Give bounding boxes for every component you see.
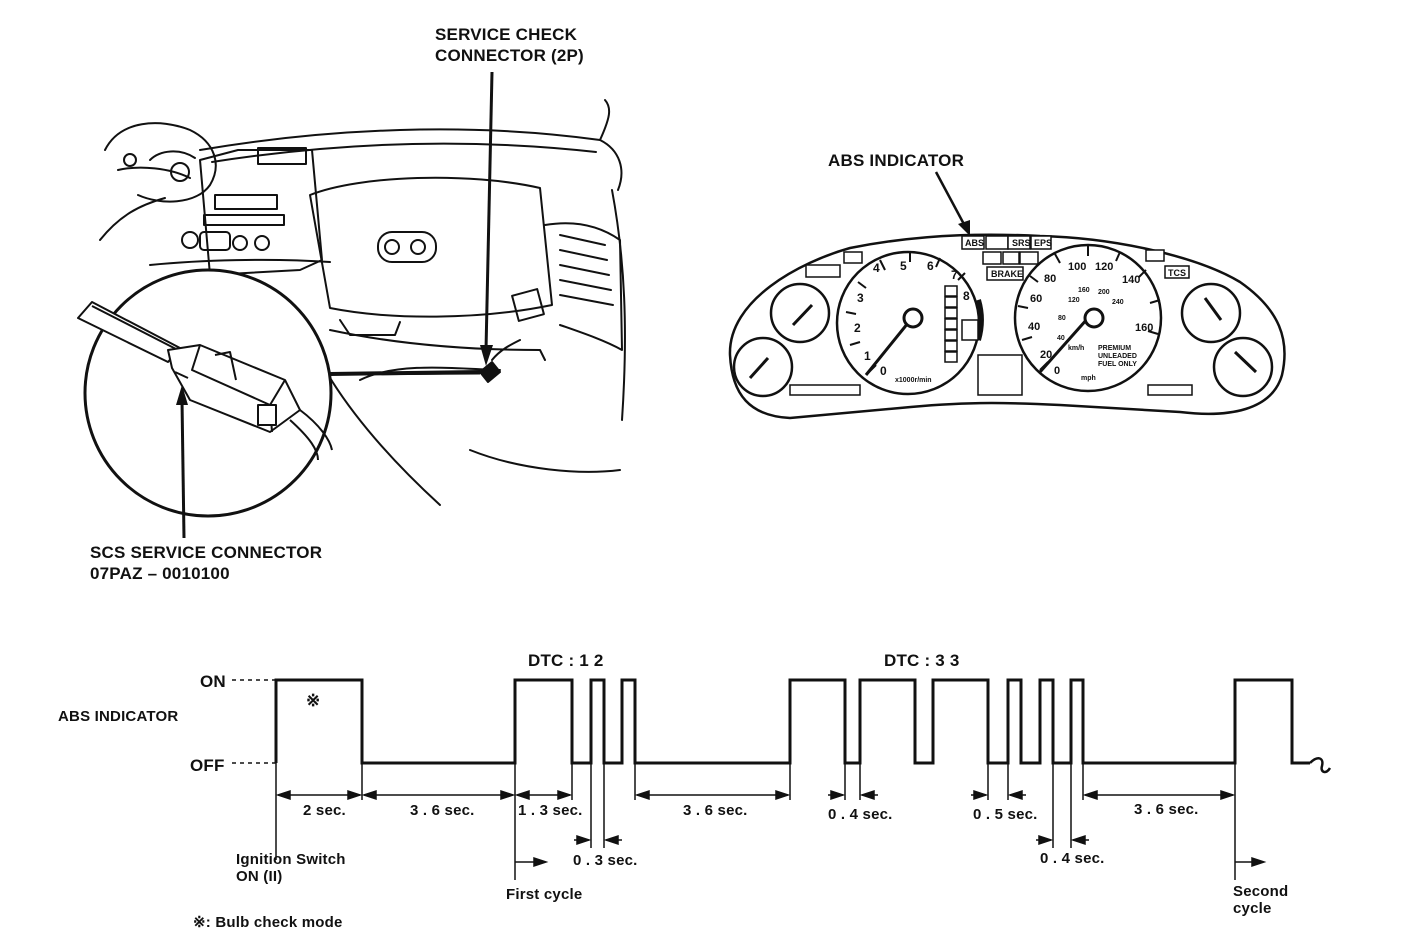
tach-num-6: 6 xyxy=(927,259,934,273)
fuel-note-2: UNLEADED xyxy=(1098,353,1137,360)
service-check-line-2: CONNECTOR (2P) xyxy=(435,46,584,66)
speedo-mph-140: 140 xyxy=(1122,274,1140,286)
interval-gap-long: 0 . 4 sec. xyxy=(828,806,893,823)
fuel-note-1: PREMIUM xyxy=(1098,345,1131,352)
interval-pause-1: 3 . 6 sec. xyxy=(410,802,475,819)
tach-num-2: 2 xyxy=(854,321,861,335)
speedo-kmh-120: 120 xyxy=(1068,297,1080,304)
dtc-first-label: DTC : 1 2 xyxy=(528,651,604,670)
speedo-mph-0: 0 xyxy=(1054,365,1060,377)
dtc-second-label: DTC : 3 3 xyxy=(884,651,960,670)
speedo-mph-40: 40 xyxy=(1028,321,1040,333)
tach-num-4: 4 xyxy=(873,261,880,275)
scs-service-connector-label: SCS SERVICE CONNECTOR 07PAZ – 0010100 xyxy=(90,542,322,585)
abs-indicator-signal-label: ABS INDICATOR xyxy=(58,708,179,725)
service-check-line-1: SERVICE CHECK xyxy=(435,25,578,44)
interval-short-gap: 0 . 5 sec. xyxy=(973,806,1038,823)
fuel-note-3: FUEL ONLY xyxy=(1098,361,1137,368)
speedo-unit-kmh: km/h xyxy=(1068,345,1084,352)
ignition-line-1: Ignition Switch xyxy=(236,851,346,868)
speedo-kmh-160: 160 xyxy=(1078,287,1090,294)
speedo-kmh-40: 40 xyxy=(1057,335,1065,342)
second-cycle-marker: Second cycle xyxy=(1233,883,1288,918)
scs-line-2: 07PAZ – 0010100 xyxy=(90,564,230,584)
interval-gap-short: 0 . 4 sec. xyxy=(1040,850,1105,867)
interval-bulb: 2 sec. xyxy=(303,802,346,819)
speedo-mph-60: 60 xyxy=(1030,293,1042,305)
level-off-label: OFF xyxy=(190,756,225,775)
abs-indicator-cluster-label: ABS INDICATOR xyxy=(828,151,965,170)
speedo-mph-160: 160 xyxy=(1135,322,1153,334)
bulb-check-footnote: ※: Bulb check mode xyxy=(193,914,343,931)
ignition-line-2: ON (II) xyxy=(236,867,283,885)
ignition-switch-marker: Ignition Switch ON (II) xyxy=(236,851,346,885)
bulb-check-mark: ※ xyxy=(306,691,321,710)
second-cycle-line-1: Second xyxy=(1233,883,1289,900)
lamp-eps: EPS xyxy=(1034,238,1052,248)
tach-num-7: 7 xyxy=(951,268,958,282)
service-check-connector-label: SERVICE CHECK CONNECTOR (2P) xyxy=(435,24,584,67)
tach-num-0: 0 xyxy=(880,364,887,378)
speedo-mph-100: 100 xyxy=(1068,261,1086,273)
abs-indicator-waveform xyxy=(274,678,1310,765)
speedo-kmh-80: 80 xyxy=(1058,315,1066,322)
first-cycle-marker: First cycle xyxy=(506,886,583,903)
tach-unit: x1000r/min xyxy=(895,377,932,384)
level-on-label: ON xyxy=(200,672,226,691)
second-cycle-line-2: cycle xyxy=(1233,900,1272,918)
lamp-tcs: TCS xyxy=(1168,268,1186,278)
lamp-srs: SRS xyxy=(1012,238,1031,248)
interval-long-pulse: 1 . 3 sec. xyxy=(518,802,583,819)
speedo-unit-mph: mph xyxy=(1081,375,1096,382)
interval-pause-3: 3 . 6 sec. xyxy=(1134,801,1199,818)
speedo-mph-20: 20 xyxy=(1040,349,1052,361)
scs-line-1: SCS SERVICE CONNECTOR xyxy=(90,543,323,562)
speedo-mph-120: 120 xyxy=(1095,261,1113,273)
tach-num-1: 1 xyxy=(864,349,871,363)
interval-short-pulse: 0 . 3 sec. xyxy=(573,852,638,869)
speedo-mph-80: 80 xyxy=(1044,273,1056,285)
lamp-brake: BRAKE xyxy=(991,269,1023,279)
speedo-kmh-200: 200 xyxy=(1098,289,1110,296)
speedo-kmh-240: 240 xyxy=(1112,299,1124,306)
lamp-abs: ABS xyxy=(965,238,984,248)
interval-pause-2: 3 . 6 sec. xyxy=(683,802,748,819)
tach-num-5: 5 xyxy=(900,259,907,273)
tach-num-8: 8 xyxy=(963,289,970,303)
tach-num-3: 3 xyxy=(857,291,864,305)
